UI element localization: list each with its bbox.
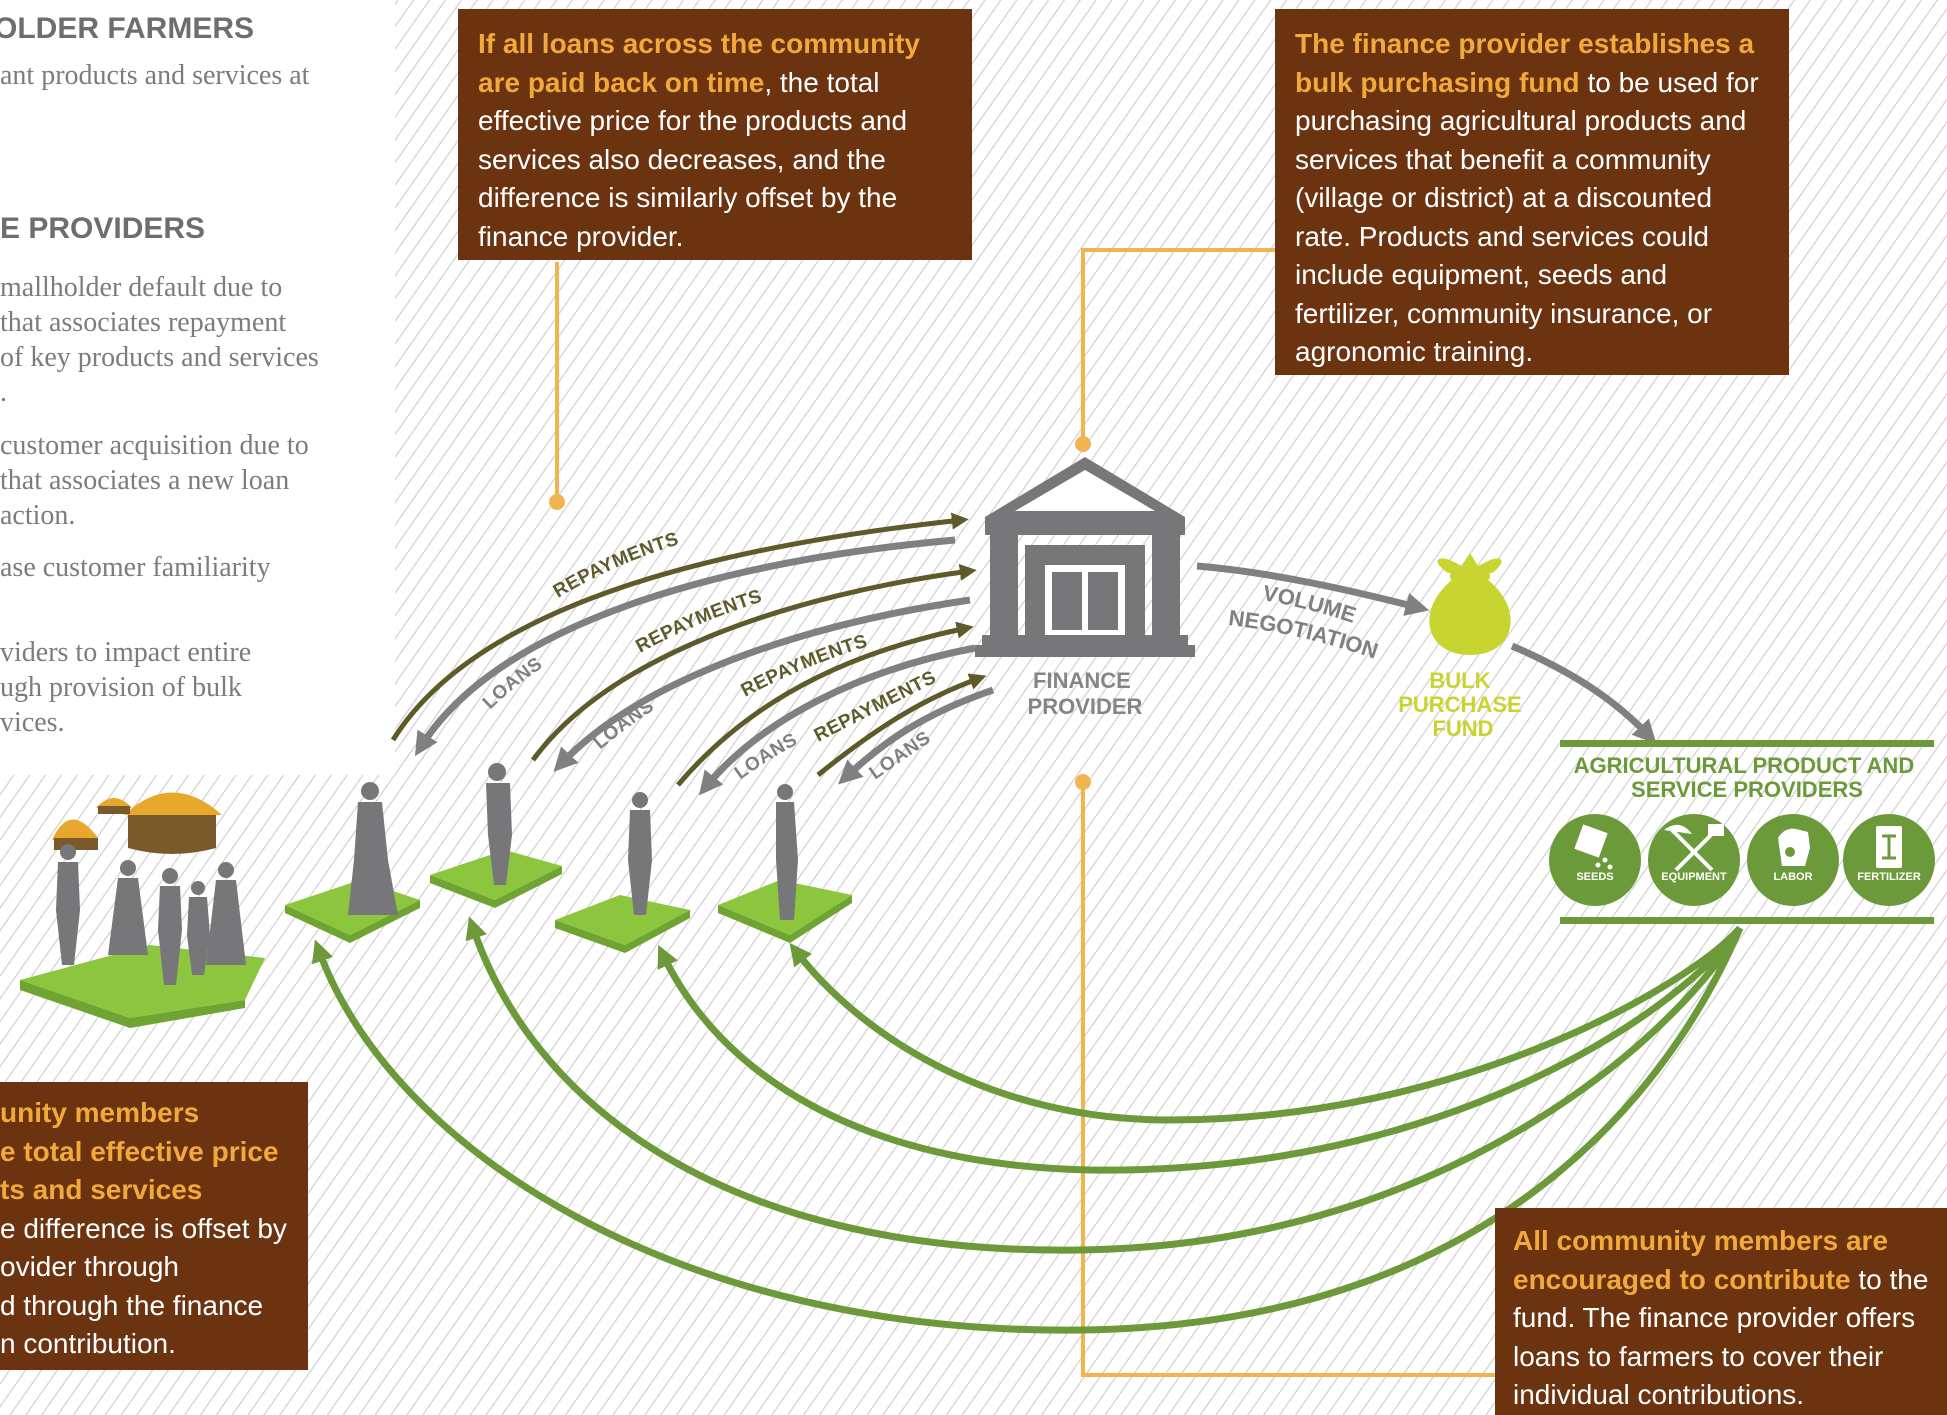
return-arrow-3 bbox=[657, 926, 1743, 1174]
loan-arrow-1 bbox=[414, 536, 956, 757]
providers-line-6: that associates a new loan bbox=[0, 465, 290, 496]
svg-text:EQUIPMENT: EQUIPMENT bbox=[1661, 871, 1727, 883]
callout-bottom-right-highlight: All community members are encouraged to … bbox=[1513, 1225, 1889, 1295]
villager-people bbox=[56, 844, 246, 985]
repayment-arrow-1 bbox=[390, 512, 969, 742]
finance-provider-label: FINANCE PROVIDER bbox=[1028, 668, 1143, 719]
hut-3 bbox=[96, 798, 132, 808]
ag-providers-block: AGRICULTURAL PRODUCT AND SERVICE PROVIDE… bbox=[1560, 740, 1934, 924]
return-arrow-4 bbox=[789, 925, 1743, 1124]
providers-line-4: . bbox=[0, 377, 7, 408]
return-arrow-1 bbox=[311, 926, 1744, 1334]
seeds-icon: SEEDS bbox=[1549, 814, 1641, 906]
hut-1 bbox=[128, 814, 216, 854]
providers-heading: E PROVIDERS bbox=[0, 212, 206, 245]
loan-arrow-4 bbox=[838, 686, 995, 785]
callout-bottom-left-body-1: e difference is offset by bbox=[0, 1212, 287, 1244]
callout-bottom-right-body: to the fund. The finance provider offers… bbox=[1513, 1263, 1929, 1411]
providers-line-10: ugh provision of bulk bbox=[0, 672, 242, 703]
callout-bottom-right: All community members are encouraged to … bbox=[1495, 1208, 1947, 1415]
callout-top-middle-highlight: If all loans across the community are pa… bbox=[478, 28, 920, 98]
svg-text:LABOR: LABOR bbox=[1773, 871, 1812, 883]
providers-line-8: ase customer familiarity bbox=[0, 552, 271, 583]
money-bag-icon bbox=[1429, 553, 1511, 655]
volume-negotiation-arrow bbox=[1196, 562, 1430, 616]
farmer-4 bbox=[718, 784, 852, 943]
providers-line-3: of key products and services bbox=[0, 342, 319, 373]
callout-bottom-left-body-2: ovider through bbox=[0, 1251, 180, 1282]
callout-bottom-left-body-4: n contribution. bbox=[0, 1328, 176, 1359]
repayment-arrows bbox=[390, 512, 987, 787]
repayment-arrow-2 bbox=[530, 563, 977, 762]
loan-arrow-3 bbox=[699, 644, 976, 796]
farmers-line-1: ant products and services at bbox=[0, 60, 310, 91]
left-text-panel bbox=[0, 0, 395, 775]
providers-section: E PROVIDERS bbox=[0, 212, 395, 246]
providers-line-7: action. bbox=[0, 500, 76, 531]
connector-bottom-right bbox=[1081, 783, 1495, 1377]
loan-arrow-2 bbox=[553, 596, 971, 772]
labor-icon: LABOR bbox=[1747, 814, 1839, 906]
svg-text:FERTILIZER: FERTILIZER bbox=[1857, 871, 1921, 883]
connector-dot-1 bbox=[549, 494, 565, 510]
farmer-3 bbox=[555, 792, 690, 953]
loans-label-2: LOANS bbox=[590, 695, 658, 753]
callout-top-middle: If all loans across the community are pa… bbox=[458, 9, 972, 260]
connector-dot-3 bbox=[1075, 774, 1091, 790]
fertilizer-icon: FERTILIZER bbox=[1843, 814, 1935, 906]
callout-top-right-body: to be used for purchasing agricultural p… bbox=[1295, 66, 1759, 368]
ag-providers-title: AGRICULTURAL PRODUCT AND SERVICE PROVIDE… bbox=[1574, 753, 1921, 802]
providers-line-11: vices. bbox=[0, 707, 65, 738]
providers-line-5: customer acquisition due to bbox=[0, 430, 309, 461]
connector-dot-2 bbox=[1075, 436, 1091, 452]
callout-bottom-left-highlight-3: ts and services bbox=[0, 1174, 203, 1205]
equipment-icon: EQUIPMENT bbox=[1648, 814, 1740, 906]
repayment-arrow-4 bbox=[816, 673, 987, 777]
village-group bbox=[20, 792, 265, 1028]
bank-icon bbox=[975, 457, 1195, 657]
farmer-2 bbox=[430, 763, 562, 908]
callout-bottom-left-highlight-2: e total effective price bbox=[0, 1135, 279, 1167]
green-return-arrows bbox=[311, 916, 1744, 1334]
farmer-1 bbox=[285, 782, 420, 943]
providers-line-9: viders to impact entire bbox=[0, 637, 252, 668]
repayments-label-3: REPAYMENTS bbox=[738, 631, 870, 702]
providers-line-2: that associates repayment bbox=[0, 307, 287, 338]
callout-bottom-left-highlight-1: unity members bbox=[0, 1097, 200, 1128]
orange-connector-lines bbox=[555, 248, 1495, 1377]
return-arrow-2 bbox=[465, 916, 1744, 1254]
bulk-fund-label: BULK PURCHASE FUND bbox=[1398, 668, 1528, 741]
loan-arrows bbox=[414, 536, 995, 796]
farmers-section: OLDER FARMERS ant products and services … bbox=[0, 12, 395, 93]
repayment-arrow-3 bbox=[676, 621, 974, 787]
hut-2 bbox=[52, 819, 98, 840]
fund-to-providers-arrow bbox=[1510, 642, 1657, 744]
callout-top-middle-body: , the total effective price for the prod… bbox=[478, 66, 908, 252]
svg-text:SEEDS: SEEDS bbox=[1576, 871, 1613, 883]
callout-bottom-left: unity members e total effective price ts… bbox=[0, 1082, 308, 1370]
callout-top-right-highlight: The finance provider establishes a bulk … bbox=[1295, 28, 1755, 98]
connector-top-right bbox=[1081, 248, 1275, 442]
farmers-heading: OLDER FARMERS bbox=[0, 12, 255, 45]
loans-label-3: LOANS bbox=[731, 729, 801, 784]
callout-top-right: The finance provider establishes a bulk … bbox=[1275, 9, 1789, 375]
providers-line-1: mallholder default due to bbox=[0, 272, 283, 303]
callout-bottom-left-body-3: d through the finance bbox=[0, 1289, 264, 1321]
